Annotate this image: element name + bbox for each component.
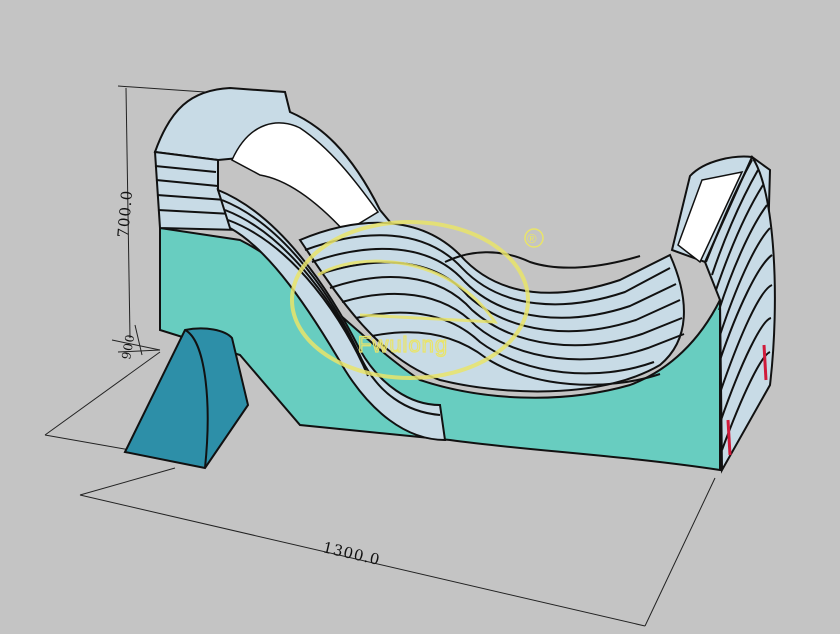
length-dimension-label: 1300.0 [321, 538, 382, 569]
watermark-brand: Fwulong [358, 332, 448, 357]
right-tower [703, 154, 776, 474]
registered-mark: ® [527, 231, 537, 246]
height-dimension-label: 700.0 [114, 189, 136, 238]
registered-icon [524, 228, 544, 248]
step-block-edge [184, 329, 209, 469]
step-block [123, 327, 250, 470]
slide-back-top [153, 86, 772, 264]
anchor-marks [726, 344, 768, 456]
watermark: Fwulong ® [290, 220, 544, 380]
depth-dimension-label: 900 [119, 333, 137, 361]
dimension-lines [44, 85, 716, 627]
slide-lanes [216, 188, 685, 442]
left-tower [153, 150, 242, 232]
